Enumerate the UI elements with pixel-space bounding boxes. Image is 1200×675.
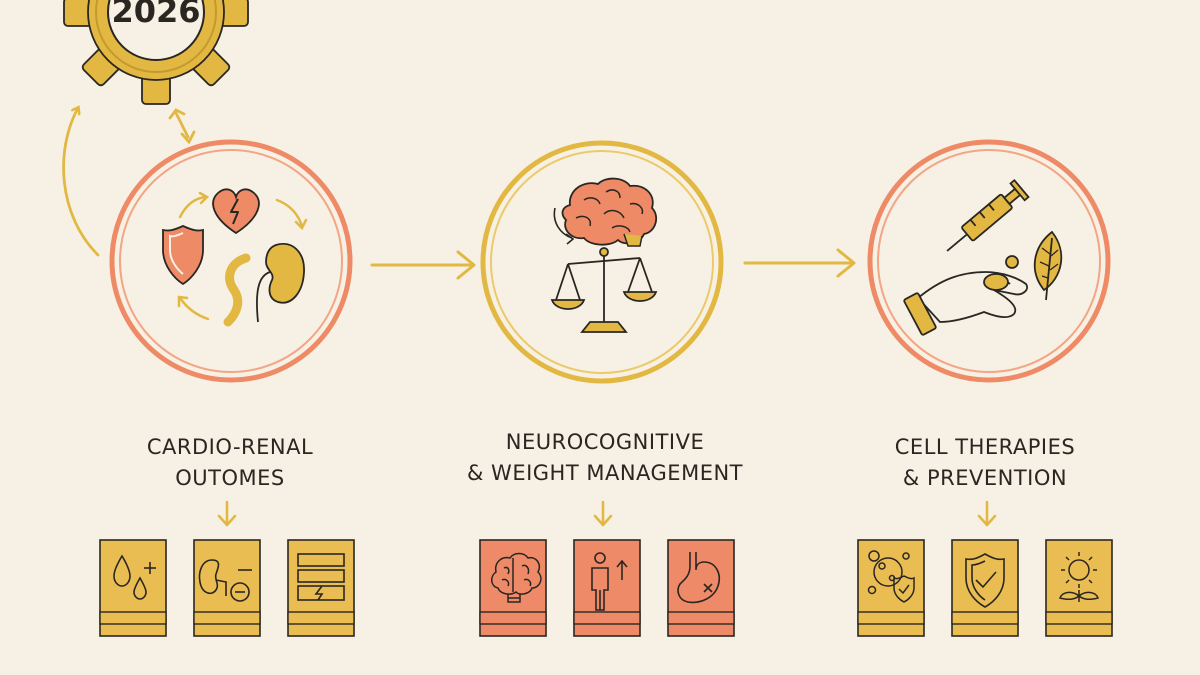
stage-title-line: NEUROCOGNITIVE: [505, 430, 705, 454]
cycle-arrow-right: [168, 108, 196, 145]
down-arrow-3: [977, 500, 997, 527]
cycle-arrows-icon: [177, 191, 308, 321]
kidney-icon: [223, 243, 305, 327]
hand-icon: [903, 255, 1028, 336]
card-shield-check: [951, 539, 1019, 637]
shield-check-icon: [965, 553, 1005, 608]
card-battery-lightning: [287, 539, 355, 637]
heart-lightning-icon: [212, 188, 260, 235]
stage-circle-cell-therapies: [867, 139, 1111, 383]
sun-sprout-icon: [1059, 552, 1099, 602]
stomach-x-icon: [677, 552, 720, 604]
stage-title-line: CELL THERAPIES: [894, 435, 1076, 459]
down-arrow-2: [593, 500, 613, 527]
cells-shield-icon: [867, 550, 915, 603]
stage-title-line: & WEIGHT MANAGEMENT: [467, 461, 743, 485]
shield-icon: [162, 225, 204, 286]
syringe-icon: [946, 178, 1030, 252]
stage-title-neurocognitive: NEUROCOGNITIVE & WEIGHT MANAGEMENT: [445, 427, 765, 489]
kidney-minus-icon: [198, 559, 252, 602]
balance-scale-icon: [550, 247, 658, 333]
down-arrow-1: [217, 500, 237, 527]
brain-lightbulb-icon: [491, 552, 542, 603]
stage-title-cardio-renal: CARDIO-RENAL OUTOMES: [105, 432, 355, 494]
stage-circle-cardio-renal: [109, 139, 353, 383]
cycle-arrow-left: [62, 108, 100, 257]
flow-arrow-2: [743, 248, 856, 278]
brain-icon: [553, 177, 658, 247]
stage-title-line: & PREVENTION: [902, 466, 1068, 490]
flow-arrow-1: [370, 250, 476, 280]
leaf-icon: [1033, 230, 1063, 301]
stage-title-line: CARDIO-RENAL: [146, 435, 314, 459]
card-sun-sprout: [1045, 539, 1113, 637]
year-badge-text: 2026: [111, 0, 201, 30]
battery-lightning-icon: [297, 553, 345, 601]
card-kidney-minus: [193, 539, 261, 637]
stage-title-cell-therapies: CELL THERAPIES & PREVENTION: [860, 432, 1110, 494]
card-droplets-plus: [99, 539, 167, 637]
stage-title-line: OUTOMES: [175, 466, 285, 490]
gear-icon: [63, 0, 249, 105]
card-cells-shield: [857, 539, 925, 637]
card-brain-lightbulb: [479, 539, 547, 637]
droplets-plus-icon: [113, 554, 156, 600]
person-up-arrow-icon: [591, 552, 628, 611]
card-stomach-x: [667, 539, 735, 637]
card-person-up-arrow: [573, 539, 641, 637]
